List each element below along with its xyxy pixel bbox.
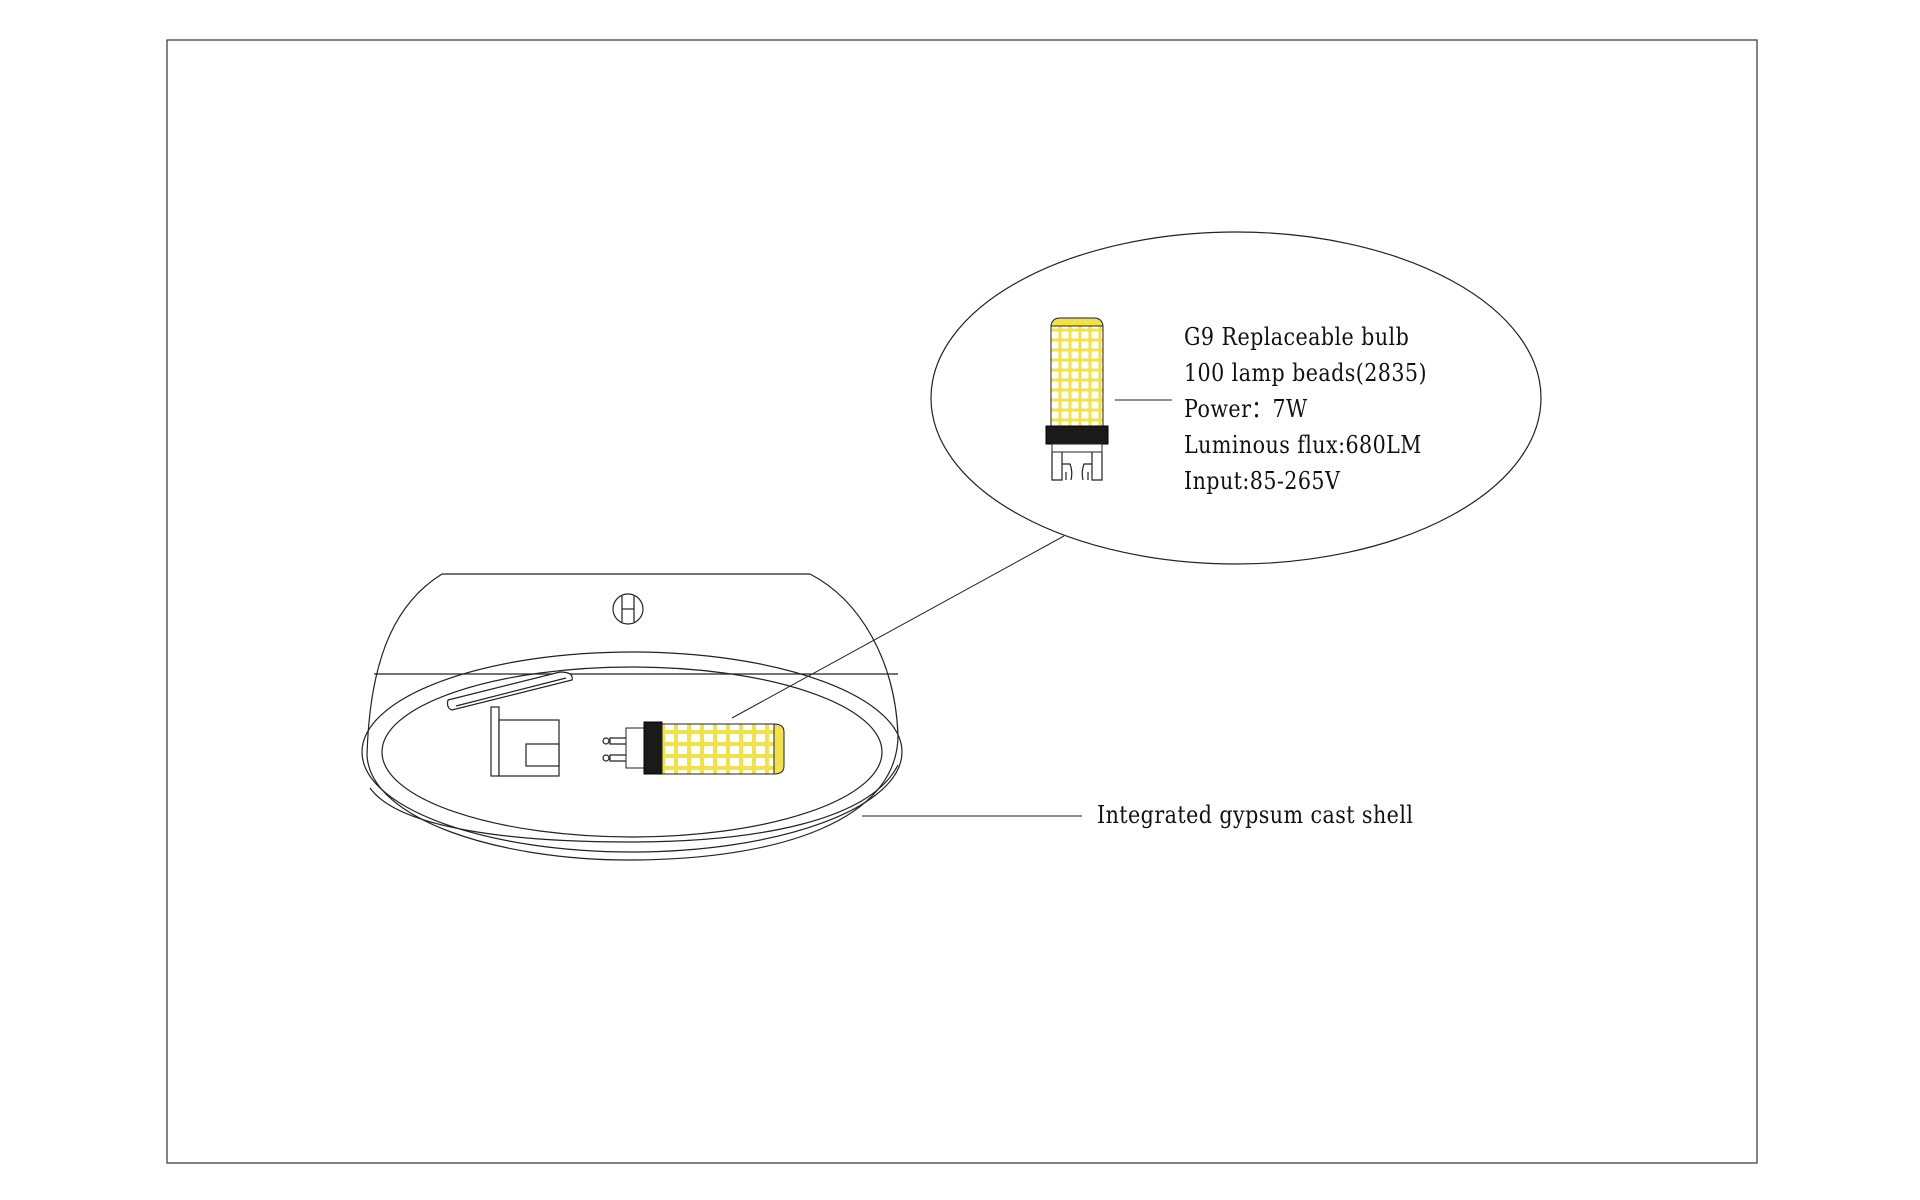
- spec-input-voltage: Input:85-265V: [1184, 467, 1341, 495]
- g9-bulb-installed: [602, 721, 785, 775]
- spec-luminous-flux: Luminous flux:680LM: [1184, 431, 1422, 459]
- drawing-border: [166, 39, 1758, 1164]
- spec-power: Power：7W: [1184, 395, 1308, 423]
- magnified-view-bubble: [930, 231, 1542, 565]
- spec-lamp-beads: 100 lamp beads(2835): [1184, 359, 1427, 387]
- shell-callout-label: Integrated gypsum cast shell: [1097, 801, 1414, 829]
- bulb-base-installed: [643, 721, 663, 775]
- gypsum-shell: [361, 573, 903, 861]
- bulb-pins: [1051, 452, 1103, 481]
- socket-bracket: [446, 671, 573, 777]
- g9-bulb-vertical: [1045, 317, 1109, 481]
- bulb-base: [1045, 425, 1109, 445]
- spec-bulb-type: G9 Replaceable bulb: [1184, 323, 1410, 351]
- mounting-screw-icon: [612, 593, 644, 625]
- zoom-leader-line: [731, 535, 1065, 719]
